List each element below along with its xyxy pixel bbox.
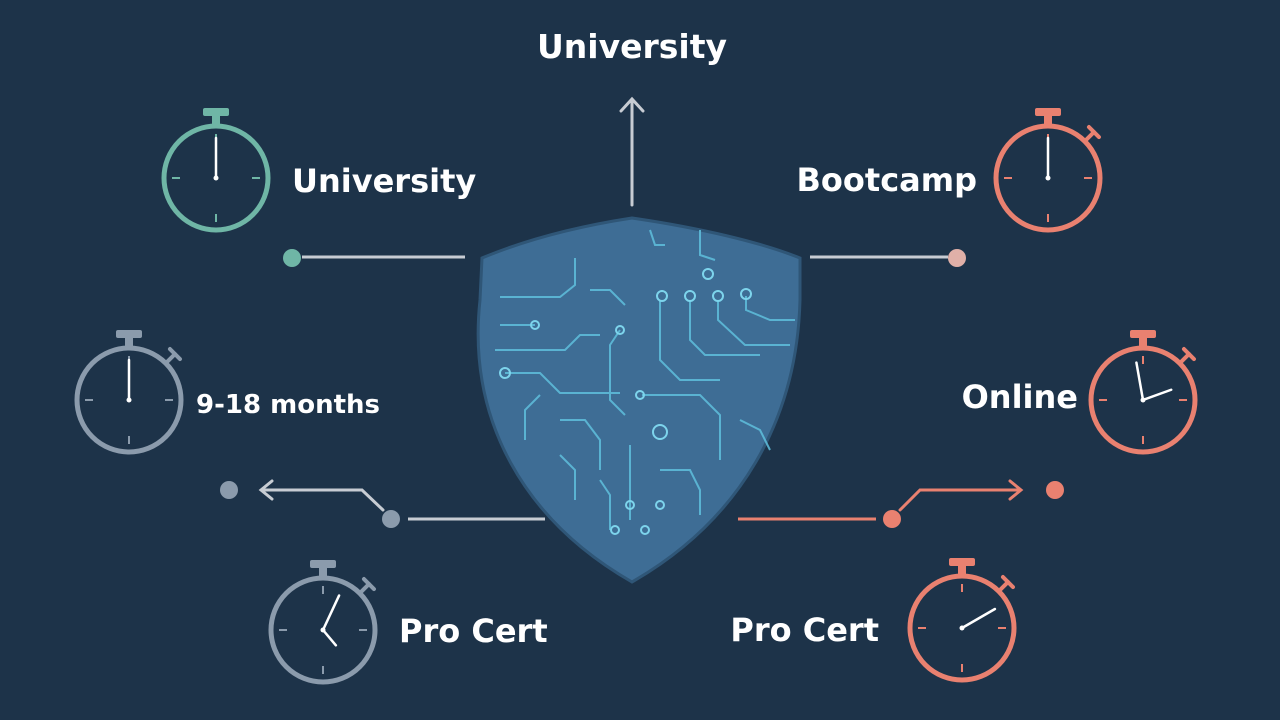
stopwatch-icon: [161, 108, 271, 233]
stopwatch-icon: [1088, 330, 1198, 455]
connector-coral-top: [810, 249, 966, 267]
connector-grey: [220, 479, 545, 528]
circuit-shield-icon: [476, 216, 802, 584]
label-pro-cert-right: Pro Cert: [730, 611, 879, 649]
label-university: University: [292, 162, 476, 200]
connector-coral: [738, 479, 1064, 528]
label-duration: 9-18 months: [196, 390, 380, 420]
top-label: University: [537, 27, 727, 66]
stopwatch-icon: [907, 558, 1017, 683]
label-bootcamp: Bootcamp: [797, 161, 977, 199]
up-arrow: [619, 96, 645, 207]
circuit-nodes: [499, 268, 752, 535]
label-online: Online: [962, 378, 1078, 416]
connector-teal: [283, 249, 465, 267]
stopwatch-icon: [74, 330, 184, 455]
label-pro-cert-left: Pro Cert: [399, 612, 548, 650]
circuit-traces: [495, 229, 795, 530]
stopwatch-icon: [268, 560, 378, 685]
stopwatch-icon: [993, 108, 1103, 233]
